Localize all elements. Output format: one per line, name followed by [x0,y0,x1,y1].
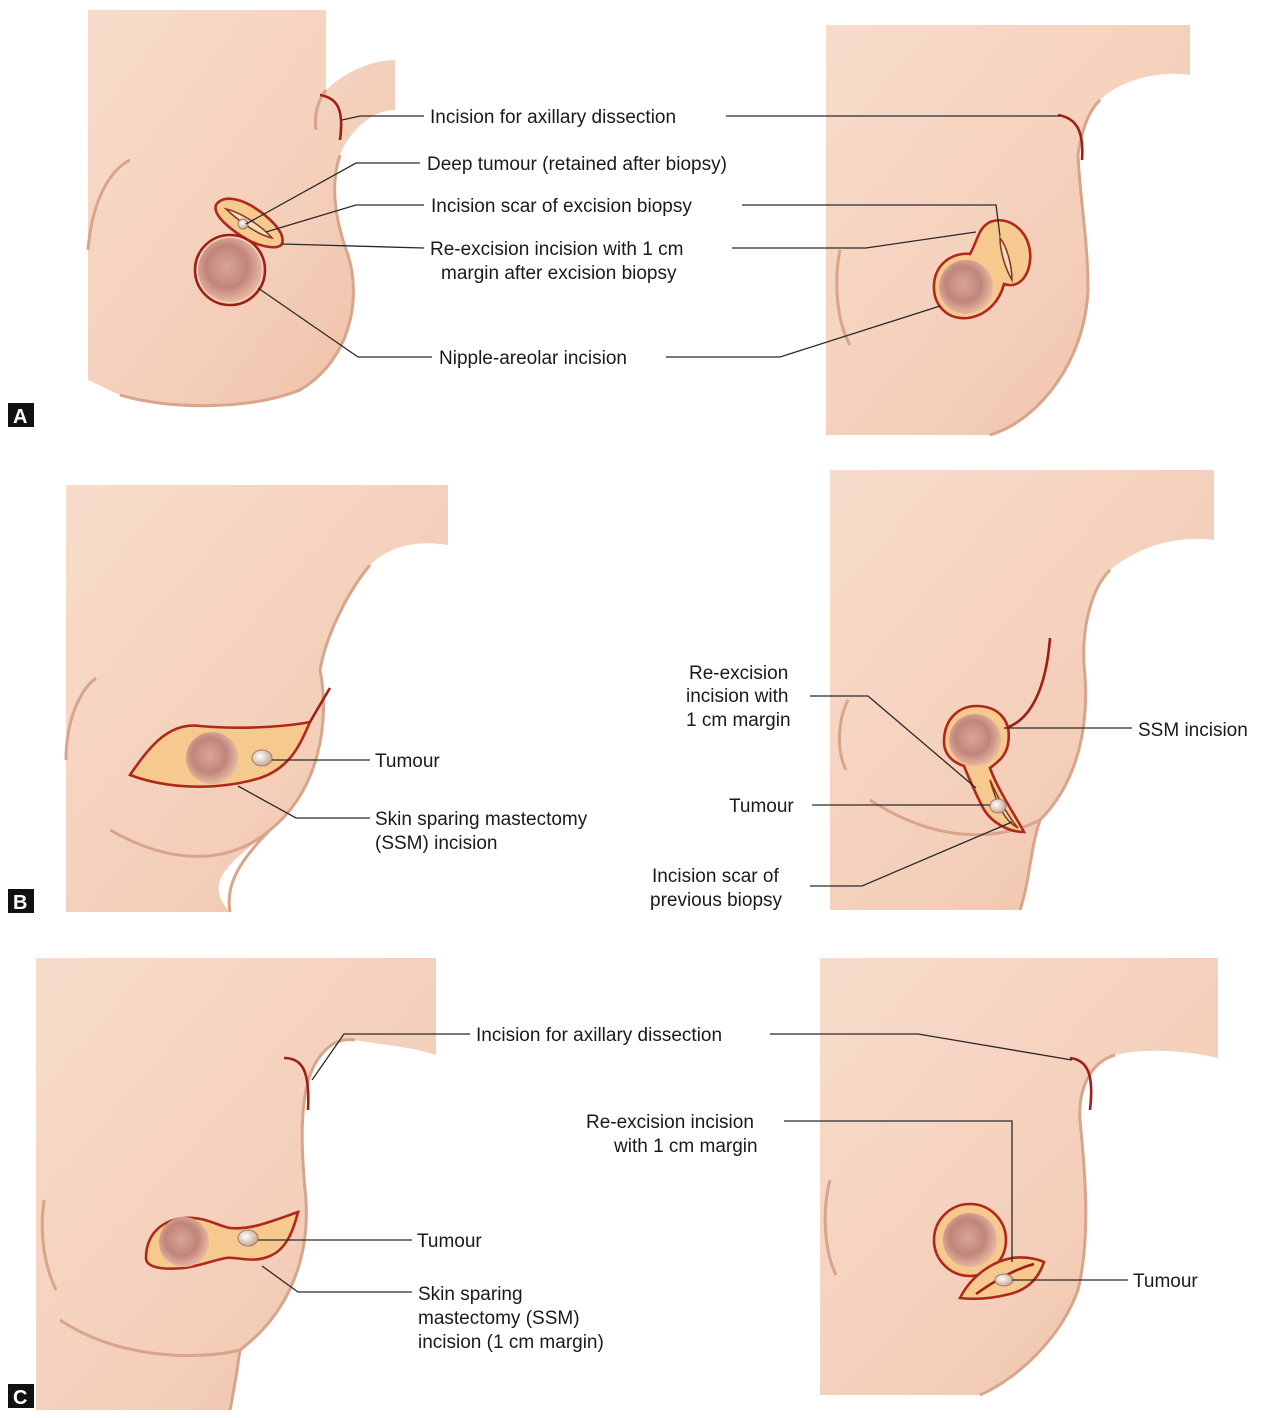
label-ssm-b-1: Skin sparing mastectomy [375,809,588,830]
panel-letter-b: B [13,892,27,914]
areola-c-right [943,1213,997,1267]
label-reexcision-b-1: Re-excision [689,663,788,684]
torso-c-right [820,958,1218,1395]
tumour-b-left [252,750,272,766]
label-ssm-b-2: (SSM) incision [375,833,497,854]
panel-c: Incision for axillary dissection Re-exci… [8,958,1218,1410]
panel-a: Incision for axillary dissection Deep tu… [8,10,1190,435]
label-axillary-a: Incision for axillary dissection [430,107,676,128]
areola-a-left [198,238,262,302]
label-reexcision-b-2: incision with [686,686,788,707]
areola-c-left [159,1217,209,1267]
label-reexcision-a-2: margin after excision biopsy [441,263,677,284]
label-tumour-b-right: Tumour [729,796,794,817]
label-axillary-c: Incision for axillary dissection [476,1025,722,1046]
label-ssm-c-3: incision (1 cm margin) [418,1332,604,1353]
label-reexcision-c-1: Re-excision incision [586,1112,754,1133]
areola-a-right [939,260,993,314]
tumour-c-left [238,1230,258,1246]
label-ssm-incision-b: SSM incision [1138,720,1248,741]
label-reexcision-a-1: Re-excision incision with 1 cm [430,239,683,260]
label-reexcision-c-2: with 1 cm margin [613,1136,758,1157]
tumour-c-right [995,1274,1013,1286]
label-nipple-a: Nipple-areolar incision [439,348,627,369]
panel-letter-a: A [13,406,27,428]
tumour-b-right [990,799,1006,813]
label-ssm-c-1: Skin sparing [418,1284,523,1305]
panel-letter-c: C [13,1387,27,1409]
areola-b-right [949,714,1001,766]
label-tumour-c-left: Tumour [417,1231,482,1252]
torso-b-right [830,470,1214,910]
torso-c-left [36,958,436,1410]
label-ssm-c-2: mastectomy (SSM) [418,1308,580,1329]
label-scar-b-2: previous biopsy [650,890,783,911]
label-scar-a: Incision scar of excision biopsy [431,196,692,217]
label-reexcision-b-3: 1 cm margin [686,710,791,731]
areola-b-left [186,732,238,784]
label-tumour-c-right: Tumour [1133,1271,1198,1292]
label-scar-b-1: Incision scar of [652,866,779,887]
label-tumour-b-left: Tumour [375,751,440,772]
label-deep-tumour-a: Deep tumour (retained after biopsy) [427,154,727,175]
panel-b: Tumour Skin sparing mastectomy (SSM) inc… [8,470,1248,914]
